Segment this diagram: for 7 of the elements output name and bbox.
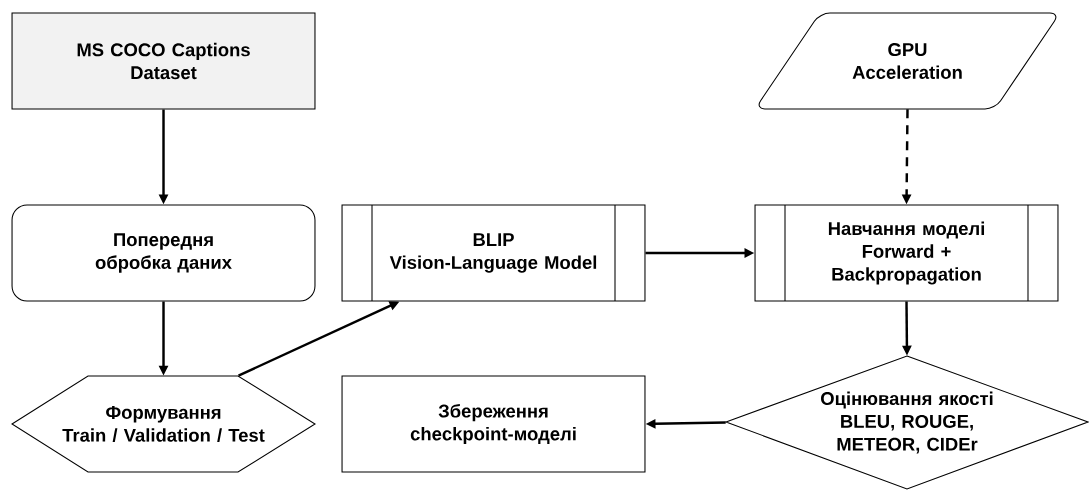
process-box: Попередня обробка даних	[11, 204, 316, 302]
data-box: MS COCO Captions Dataset	[11, 12, 316, 110]
process-box: Збереження checkpoint-моделі	[341, 375, 646, 473]
predefined-process-box: BLIP Vision-Language Model	[341, 204, 646, 302]
input-parallelogram: GPU Acceleration	[758, 12, 1057, 110]
predefined-process-box: Навчання моделі Forward + Backpropagation	[754, 204, 1059, 302]
preparation-hexagon: Формування Train / Validation / Test	[11, 375, 316, 473]
